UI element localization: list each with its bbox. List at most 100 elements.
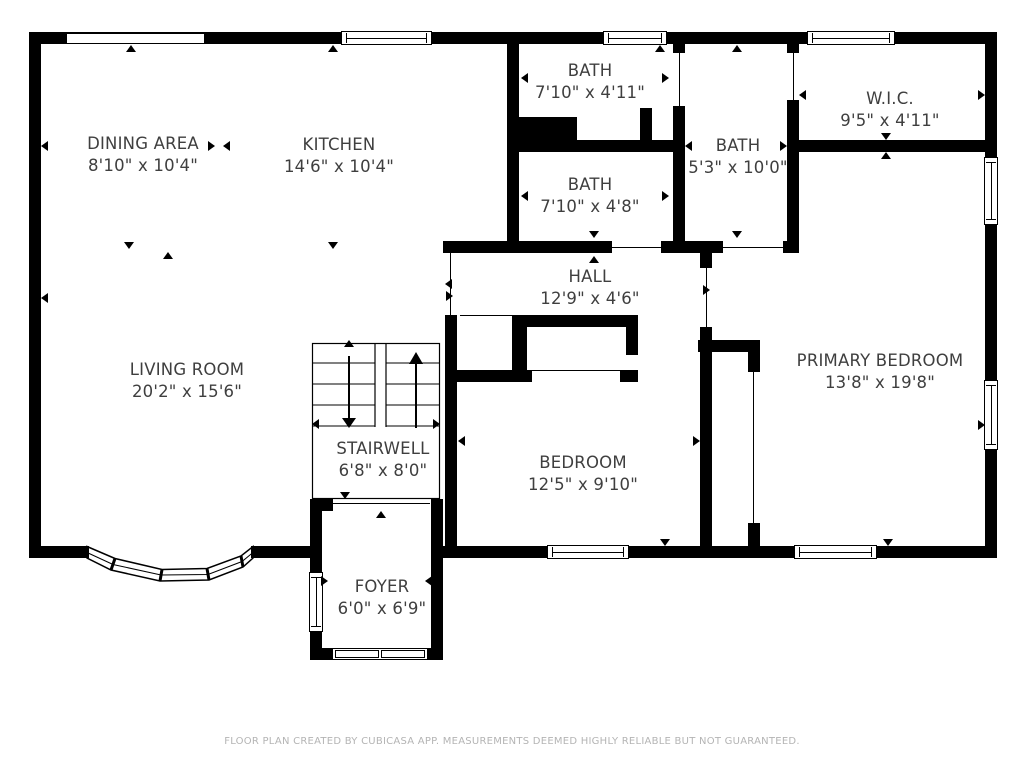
window-cap	[888, 33, 890, 43]
room-name: W.I.C.	[866, 89, 914, 108]
measure-tick	[703, 285, 710, 295]
window-cap	[425, 33, 427, 43]
window-cap	[986, 443, 996, 445]
entry-door-panel	[335, 650, 379, 658]
measure-tick	[328, 242, 338, 249]
wall-segment	[673, 106, 685, 253]
room-dimensions: 6'8" x 8'0"	[338, 461, 428, 480]
measure-tick	[41, 141, 48, 151]
window	[603, 31, 667, 45]
room-dimensions: 9'5" x 4'11"	[840, 111, 940, 130]
measure-tick	[445, 279, 452, 289]
opening-line	[793, 50, 795, 100]
window	[341, 31, 432, 45]
window-centerline	[346, 38, 427, 40]
measure-tick	[881, 133, 891, 140]
window	[547, 545, 629, 559]
measure-tick	[978, 90, 985, 100]
wall-segment	[787, 43, 799, 53]
wall-segment	[673, 43, 685, 53]
room-name: HALL	[568, 267, 612, 286]
window-centerline	[552, 552, 624, 554]
measure-tick	[780, 141, 787, 151]
wall-segment	[877, 546, 997, 558]
measure-tick	[163, 252, 173, 259]
window-cap	[311, 577, 321, 579]
room-dimensions: 20'2" x 15'6"	[131, 382, 243, 401]
room-name: STAIRWELL	[336, 439, 430, 458]
measure-tick	[425, 576, 432, 586]
wall-segment	[29, 32, 41, 558]
window-centerline	[812, 38, 890, 40]
window	[794, 545, 877, 559]
entry-door-panel	[381, 650, 425, 658]
room-dimensions: 13'8" x 19'8"	[824, 373, 936, 392]
window-centerline	[799, 552, 872, 554]
window-cap	[552, 547, 554, 557]
measure-tick	[589, 256, 599, 263]
measure-tick	[126, 45, 136, 52]
window-centerline	[991, 162, 993, 220]
measure-tick	[660, 539, 670, 546]
room-name: BATH	[567, 175, 613, 194]
measure-tick	[685, 141, 692, 151]
window	[309, 572, 323, 632]
wall-segment	[620, 370, 638, 382]
measure-tick	[589, 231, 599, 238]
opening-line	[723, 247, 783, 249]
measure-tick	[799, 90, 806, 100]
room-label-bath-top: BATH 7'10" x 4'11"	[535, 60, 645, 104]
wall-segment	[698, 340, 760, 352]
measure-tick	[124, 242, 134, 249]
room-name: FOYER	[354, 577, 410, 596]
measure-tick	[458, 436, 465, 446]
window-centerline	[991, 385, 993, 445]
window-cap	[346, 33, 348, 43]
window	[807, 31, 895, 45]
window-cap	[986, 218, 996, 220]
room-name: BATH	[567, 61, 613, 80]
measure-tick	[312, 419, 319, 429]
window-cap	[660, 33, 662, 43]
wall-segment	[445, 370, 532, 382]
wall-segment	[629, 546, 794, 558]
measure-tick	[662, 73, 669, 83]
room-dimensions: 12'5" x 9'10"	[527, 475, 639, 494]
window	[984, 157, 998, 225]
measure-tick	[446, 291, 453, 301]
wall-segment	[310, 648, 332, 660]
room-dimensions: 7'10" x 4'11"	[534, 83, 646, 102]
measure-tick	[732, 45, 742, 52]
window-cap	[812, 33, 814, 43]
room-dimensions: 14'6" x 10'4"	[283, 157, 395, 176]
wall-segment	[431, 499, 443, 660]
room-dimensions: 8'10" x 10'4"	[87, 156, 199, 175]
room-name: KITCHEN	[302, 135, 376, 154]
wall-segment	[895, 32, 997, 44]
window-cap	[311, 625, 321, 627]
measure-tick	[693, 436, 700, 446]
measure-tick	[521, 191, 528, 201]
room-name: DINING AREA	[87, 134, 199, 153]
wall-segment	[512, 315, 638, 327]
wall-segment	[519, 117, 577, 145]
window-cap	[870, 547, 872, 557]
room-name: LIVING ROOM	[129, 360, 245, 379]
room-label-kitchen: KITCHEN 14'6" x 10'4"	[284, 134, 394, 178]
wall-segment	[985, 225, 997, 380]
window-cap	[799, 547, 801, 557]
wall-segment	[443, 546, 547, 558]
measure-tick	[881, 152, 891, 159]
wall-segment	[667, 32, 807, 44]
opening-line	[679, 53, 681, 106]
window	[984, 380, 998, 450]
window-opening	[67, 32, 204, 44]
measure-tick	[662, 191, 669, 201]
measure-tick	[732, 231, 742, 238]
measure-tick	[340, 492, 350, 499]
measure-tick	[223, 141, 230, 151]
